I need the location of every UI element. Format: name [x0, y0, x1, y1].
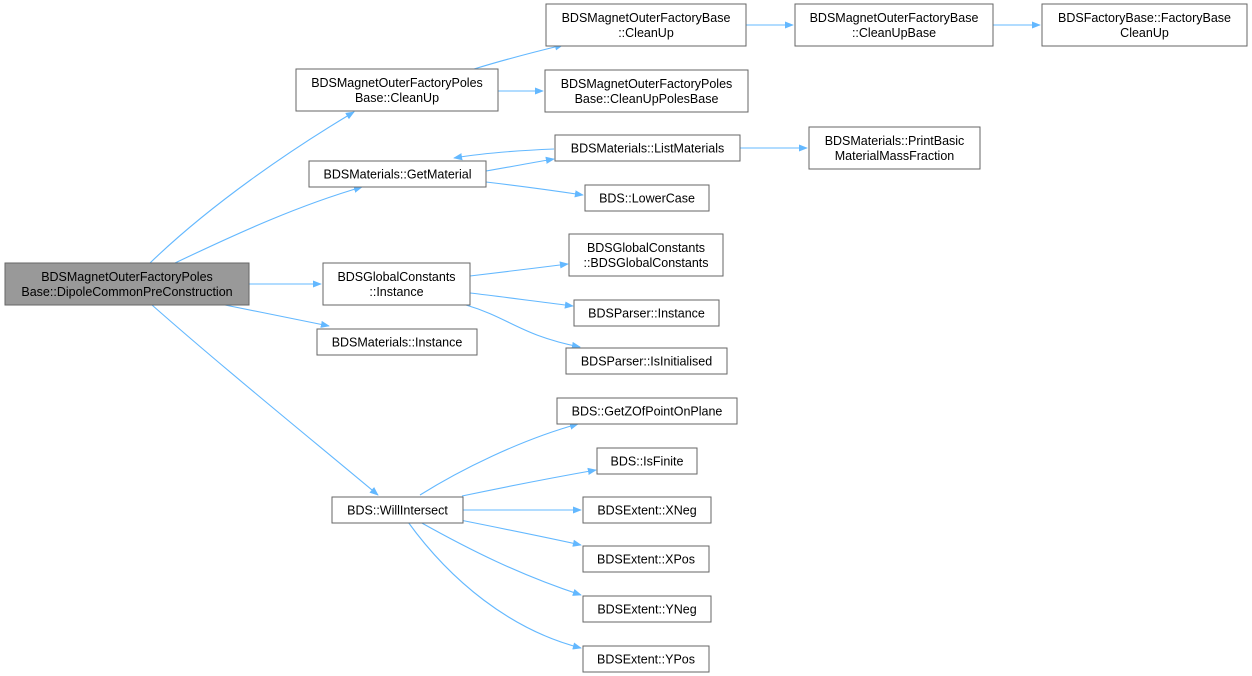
- node-label: BDSParser::Instance: [588, 307, 705, 321]
- node-label: ::CleanUpBase: [852, 26, 936, 40]
- node-get-material[interactable]: BDSMaterials::GetMaterial: [308, 160, 487, 188]
- node-label: BDSMaterials::Instance: [332, 336, 463, 350]
- edge-cleanup-poles-to-outer-cleanup: [473, 43, 564, 70]
- node-list-materials[interactable]: BDSMaterials::ListMaterials: [554, 134, 741, 162]
- node-box: [1041, 3, 1248, 47]
- node-box: [573, 299, 720, 327]
- node-box: [4, 262, 250, 306]
- edge-will-intersect-to-yneg: [419, 521, 582, 596]
- node-box: [582, 496, 712, 524]
- node-print-basic[interactable]: BDSMaterials::PrintBasicMaterialMassFrac…: [808, 126, 981, 170]
- node-box: [568, 233, 724, 277]
- node-label: BDSMaterials::GetMaterial: [324, 168, 472, 182]
- edge-root-to-get-material: [174, 185, 363, 264]
- node-label: BDSMagnetOuterFactoryPoles: [311, 76, 483, 90]
- node-box: [794, 3, 994, 47]
- node-box: [316, 328, 478, 356]
- node-label: BDS::IsFinite: [611, 455, 684, 469]
- node-label: BDSExtent::YPos: [597, 653, 695, 667]
- node-box: [584, 184, 710, 212]
- node-will-intersect[interactable]: BDS::WillIntersect: [331, 496, 464, 524]
- graph-nodes: BDSMagnetOuterFactoryPolesBase::DipoleCo…: [4, 3, 1248, 673]
- edge-root-to-materials-instance: [224, 304, 330, 328]
- node-extent-xneg[interactable]: BDSExtent::XNeg: [582, 496, 712, 524]
- node-label: BDSMagnetOuterFactoryBase: [562, 11, 731, 25]
- node-cleanup-poles-base[interactable]: BDSMagnetOuterFactoryPolesBase::CleanUpP…: [544, 69, 749, 113]
- node-label: ::BDSGlobalConstants: [583, 256, 708, 270]
- node-box: [544, 69, 749, 113]
- edge-list-materials-to-get-material: [453, 148, 555, 161]
- node-box: [582, 645, 710, 673]
- node-label: ::Instance: [369, 285, 423, 299]
- edge-global-instance-to-global-ctor: [469, 261, 569, 277]
- node-label: BDSFactoryBase::FactoryBase: [1058, 11, 1231, 25]
- node-outer-cleanup-base[interactable]: BDSMagnetOuterFactoryBase::CleanUpBase: [794, 3, 994, 47]
- node-extent-xpos[interactable]: BDSExtent::XPos: [582, 545, 710, 573]
- node-box: [582, 545, 710, 573]
- node-global-constants-ctor[interactable]: BDSGlobalConstants::BDSGlobalConstants: [568, 233, 724, 277]
- node-label: BDSGlobalConstants: [587, 241, 705, 255]
- node-label: BDSMaterials::PrintBasic: [825, 134, 965, 148]
- graph-edges: [149, 21, 1041, 650]
- node-dipole-common-pre-construction: BDSMagnetOuterFactoryPolesBase::DipoleCo…: [4, 262, 250, 306]
- node-parser-instance[interactable]: BDSParser::Instance: [573, 299, 720, 327]
- node-is-finite[interactable]: BDS::IsFinite: [596, 447, 698, 475]
- node-outer-cleanup[interactable]: BDSMagnetOuterFactoryBase::CleanUp: [545, 3, 747, 47]
- node-box: [331, 496, 464, 524]
- node-label: BDSMagnetOuterFactoryBase: [810, 11, 979, 25]
- node-label: MaterialMassFraction: [835, 149, 955, 163]
- node-extent-ypos[interactable]: BDSExtent::YPos: [582, 645, 710, 673]
- node-box: [554, 134, 741, 162]
- node-box: [596, 447, 698, 475]
- node-label: Base::CleanUp: [355, 91, 439, 105]
- edge-will-intersect-to-is-finite: [461, 467, 597, 497]
- node-box: [808, 126, 981, 170]
- edge-global-instance-to-parser-instance: [469, 292, 574, 309]
- edge-get-material-to-list-materials: [485, 156, 555, 172]
- edge-will-intersect-to-ypos: [407, 521, 582, 650]
- node-box: [565, 347, 728, 375]
- node-label: BDSGlobalConstants: [337, 270, 455, 284]
- edge-will-intersect-to-get-z: [419, 422, 579, 496]
- node-label: BDSExtent::XPos: [597, 553, 695, 567]
- node-label: BDSParser::IsInitialised: [581, 355, 712, 369]
- node-label: BDS::WillIntersect: [347, 504, 448, 518]
- node-box: [295, 68, 499, 112]
- node-box: [308, 160, 487, 188]
- node-label: BDSMaterials::ListMaterials: [571, 142, 725, 156]
- node-box: [556, 397, 738, 425]
- node-global-constants-instance[interactable]: BDSGlobalConstants::Instance: [322, 262, 471, 306]
- node-label: BDSExtent::YNeg: [597, 603, 696, 617]
- node-get-z-of-point-on-plane[interactable]: BDS::GetZOfPointOnPlane: [556, 397, 738, 425]
- node-lower-case[interactable]: BDS::LowerCase: [584, 184, 710, 212]
- node-label: BDSExtent::XNeg: [597, 504, 696, 518]
- node-box: [582, 595, 712, 623]
- edge-will-intersect-to-xpos: [459, 519, 582, 547]
- node-label: ::CleanUp: [618, 26, 674, 40]
- node-extent-yneg[interactable]: BDSExtent::YNeg: [582, 595, 712, 623]
- node-materials-instance[interactable]: BDSMaterials::Instance: [316, 328, 478, 356]
- node-box: [322, 262, 471, 306]
- node-label: BDSMagnetOuterFactoryPoles: [561, 77, 733, 91]
- edge-get-material-to-lower-case: [485, 181, 584, 198]
- node-label: BDS::LowerCase: [599, 192, 695, 206]
- node-label: Base::CleanUpPolesBase: [575, 92, 719, 106]
- node-label: CleanUp: [1120, 26, 1169, 40]
- edge-root-to-will-intersect: [151, 304, 379, 496]
- node-label: Base::DipoleCommonPreConstruction: [21, 285, 232, 299]
- node-label: BDS::GetZOfPointOnPlane: [572, 405, 723, 419]
- edge-global-instance-to-parser-initialised: [465, 304, 581, 349]
- node-label: BDSMagnetOuterFactoryPoles: [41, 270, 213, 284]
- edge-root-to-cleanup-poles: [149, 111, 355, 264]
- node-parser-initialised[interactable]: BDSParser::IsInitialised: [565, 347, 728, 375]
- node-box: [545, 3, 747, 47]
